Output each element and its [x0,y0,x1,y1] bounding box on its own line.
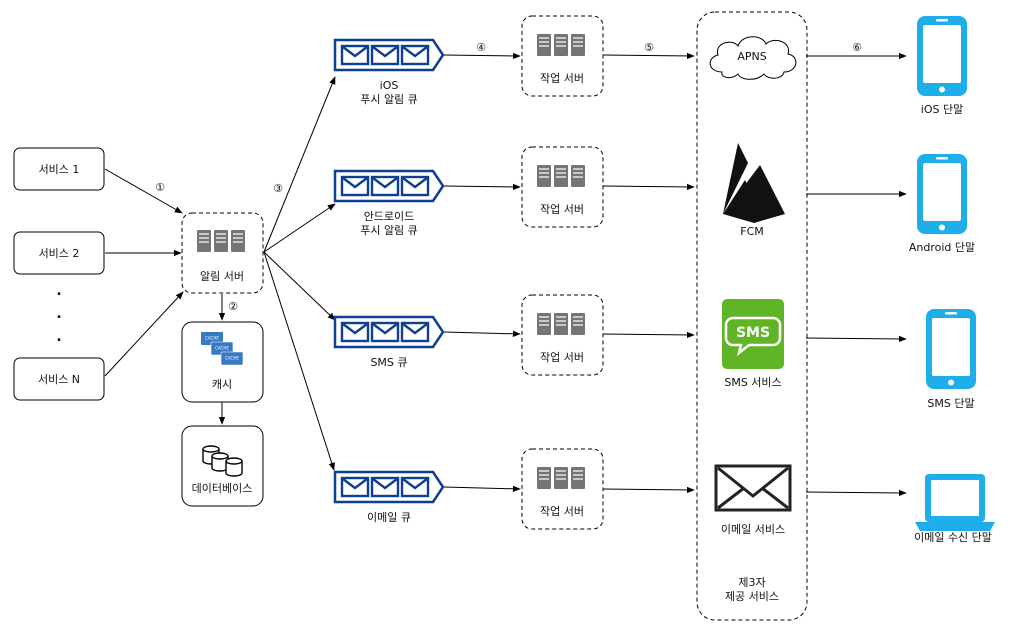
ios-device-label: iOS 단말 [921,103,963,116]
fcm-node[interactable]: FCM [723,143,785,238]
step-1-label: ① [155,181,165,194]
service-1-node[interactable]: 서비스 1 [13,147,105,191]
database-icon [202,445,243,477]
notification-server-node[interactable]: 알림 서버 [181,212,264,294]
server-rack-icon [537,165,585,187]
edge-email-queue-to-worker [443,485,521,493]
server-rack-icon [537,34,585,56]
edges [104,52,907,497]
step-4-label: ④ [476,41,486,54]
sms-logo-text: SMS [736,325,770,341]
apns-label: APNS [737,50,766,63]
worker-label: 작업 서버 [540,72,584,85]
third-party-label-line2: 제공 서비스 [725,590,779,603]
sms-queue-node[interactable]: SMS 큐 [333,315,445,369]
ios-worker-node[interactable]: 작업 서버 [521,15,604,97]
sms-worker-node[interactable]: 작업 서버 [521,294,604,376]
android-queue-node[interactable]: 안드로이드 푸시 알림 큐 [333,169,445,237]
sms-app-icon: SMS [722,299,784,369]
cache-badge-text: CACHE [205,336,219,341]
ios-device-node[interactable]: iOS 단말 [917,16,967,116]
ios-queue-label-line1: iOS [380,79,399,92]
service-1-label: 서비스 1 [39,163,80,176]
mail-envelope-icon [714,464,792,512]
server-rack-icon [197,230,245,252]
cache-label: 캐시 [212,378,232,391]
phone-icon [926,309,976,389]
worker-label: 작업 서버 [540,351,584,364]
edge-worker-to-sms [602,331,695,339]
envelope-icon [340,44,430,66]
edge-email-to-email-device [805,489,907,497]
edge-server-to-ios-queue [263,76,336,253]
email-worker-node[interactable]: 작업 서버 [521,448,604,530]
third-party-label-line1: 제3자 [738,576,765,589]
ios-queue-node[interactable]: iOS 푸시 알림 큐 [333,38,445,106]
sms-queue-label: SMS 큐 [370,356,407,369]
email-service-label: 이메일 서비스 [721,522,785,536]
cache-badge-text: CACHE [225,356,239,361]
step-3-label: ③ [273,182,283,195]
edge-server-to-sms-queue [263,251,336,321]
step-2-label: ② [228,300,238,313]
edge-worker-to-apns [602,52,695,60]
database-label: 데이터베이스 [192,482,253,495]
envelope-icon [340,175,430,197]
envelope-icon [340,476,430,498]
notification-server-label: 알림 서버 [200,269,244,283]
email-queue-label: 이메일 큐 [367,510,411,524]
third-party-group [696,11,808,621]
email-device-label: 이메일 수신 단말 [914,530,992,544]
edge-server-to-android-queue [263,203,336,253]
email-device-node[interactable]: 이메일 수신 단말 [914,474,995,544]
edge-sms-to-sms-device [805,335,907,343]
cache-badge-text: CACHE [215,346,229,351]
ios-queue-label-line2: 푸시 알림 큐 [360,92,418,106]
server-rack-icon [537,467,585,489]
firebase-icon [723,143,785,223]
android-device-node[interactable]: Android 단말 [909,154,975,254]
service-2-node[interactable]: 서비스 2 [13,231,105,275]
phone-icon [917,16,967,96]
database-node[interactable]: 데이터베이스 [181,425,264,507]
sms-device-node[interactable]: SMS 단말 [926,309,976,410]
fcm-label: FCM [740,225,764,238]
laptop-icon [915,474,995,531]
ellipsis-dot: . [56,329,61,345]
edge-worker-to-email [602,486,695,494]
android-device-label: Android 단말 [909,241,975,254]
ellipsis-dot: . [56,283,61,299]
service-n-label: 서비스 N [38,373,80,386]
cache-node[interactable]: CACHE CACHE CACHE 캐시 [181,321,264,403]
worker-label: 작업 서버 [540,203,584,216]
edge-service1-to-server [104,168,183,214]
sms-device-label: SMS 단말 [927,397,974,410]
edge-worker-to-fcm [602,183,695,191]
email-service-node[interactable]: 이메일 서비스 [714,464,792,536]
edge-android-queue-to-worker [443,183,521,191]
sms-service-node[interactable]: SMS SMS 서비스 [722,299,784,389]
email-queue-node[interactable]: 이메일 큐 [333,470,445,524]
edge-serviceN-to-server [104,291,184,377]
edge-sms-queue-to-worker [443,330,521,338]
phone-icon [917,154,967,234]
step-5-label: ⑤ [644,41,654,54]
edge-ios-queue-to-worker [443,52,521,60]
android-worker-node[interactable]: 작업 서버 [521,146,604,228]
server-rack-icon [537,313,585,335]
apns-node[interactable]: APNS [709,36,797,80]
service-n-node[interactable]: 서비스 N [13,357,105,401]
sms-service-label: SMS 서비스 [724,376,781,389]
cache-icon: CACHE CACHE CACHE [201,332,244,366]
ellipsis-dot: . [56,306,61,322]
android-queue-label-line2: 푸시 알림 큐 [360,223,418,237]
edge-server-to-email-queue [263,251,335,471]
cloud-icon [709,36,797,80]
worker-label: 작업 서버 [540,505,584,518]
service-2-label: 서비스 2 [39,247,80,260]
envelope-icon [340,321,430,343]
step-6-label: ⑥ [852,41,862,54]
android-queue-label-line1: 안드로이드 [364,210,415,223]
